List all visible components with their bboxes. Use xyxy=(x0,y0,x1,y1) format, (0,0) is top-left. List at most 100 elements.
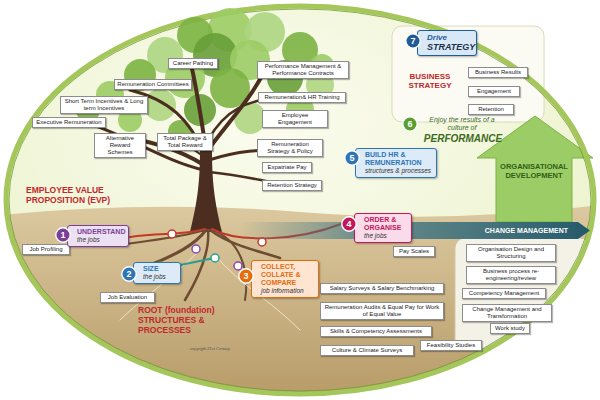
number-circle-shape xyxy=(345,151,359,165)
box-text: Competency Management xyxy=(465,290,543,297)
box-text: Skills & Competency Assessments xyxy=(323,328,429,335)
step-number-text: 4 xyxy=(341,216,357,232)
step-number-text: 3 xyxy=(238,268,254,284)
box-text: Remuneration Audits & Equal Pay for Work… xyxy=(323,304,441,318)
step-heading: COLLECT, COLLATE & COMPARE xyxy=(261,263,315,287)
root xyxy=(212,230,246,300)
hr-practice-box: Total Package & Total Reward xyxy=(157,133,213,151)
strategy-panel xyxy=(392,26,544,122)
step-subtitle: job information xyxy=(261,287,315,295)
step-number: 5 xyxy=(344,150,360,166)
box-text: Remuneration Committees xyxy=(117,81,189,88)
step-number: 1 xyxy=(55,227,71,243)
box-text: Organisation Design and Structuring xyxy=(469,246,553,260)
hr-practice-box: Feasibility Studies xyxy=(420,340,482,351)
step-subtitle: STRATEGY xyxy=(427,42,473,53)
hr-practice-box: Job Profiling xyxy=(22,244,70,255)
hr-practice-box: Skills & Competency Assessments xyxy=(320,326,432,337)
root-dot xyxy=(234,262,242,270)
box-text: Business Results xyxy=(471,69,525,76)
number-circle-shape xyxy=(406,34,420,48)
box-text: Remuneration Strategy & Policy xyxy=(260,141,320,155)
step-heading: Drive xyxy=(427,33,473,42)
root xyxy=(120,230,204,245)
step-number: 2 xyxy=(121,266,137,282)
root-dot xyxy=(258,238,266,246)
hr-practice-box: Employee Engagement xyxy=(262,110,328,128)
band-arrow xyxy=(240,222,590,239)
box-text: Retention Strategy xyxy=(265,182,319,189)
step-number: 7 xyxy=(405,33,421,49)
leaf-cluster xyxy=(144,89,176,121)
number-circle-shape xyxy=(403,117,417,131)
hr-practice-box: Remuneration Strategy & Policy xyxy=(257,139,323,157)
step-subtitle: structures & processes xyxy=(365,167,433,175)
section-title: EMPLOYEE VALUE PROPOSITION (EVP) xyxy=(26,186,132,206)
hr-practice-box: Short Term Incentives & Long term Incent… xyxy=(60,96,148,114)
box-text: Engagement xyxy=(471,88,517,95)
hr-practice-box: Remuneration Committees xyxy=(114,79,192,90)
box-text: Retention xyxy=(471,106,511,113)
hr-practice-box: Business process re-engineering/review xyxy=(466,266,556,284)
box-text: Business process re-engineering/review xyxy=(469,268,553,282)
red-root-path xyxy=(130,229,205,237)
hr-practice-box: Remuneration& HR Training xyxy=(258,92,346,103)
step-number-text: 6 xyxy=(402,116,418,132)
hr-practice-box: Change Management and Transformation xyxy=(462,304,552,322)
box-text: Job Profiling xyxy=(25,246,67,253)
hr-practice-box: Performance Management & Performance Con… xyxy=(257,61,349,79)
box-text: Total Package & Total Reward xyxy=(160,135,210,149)
step-number: 4 xyxy=(341,216,357,232)
section-title: BUSINESS STRATEGY xyxy=(397,72,463,90)
hr-practice-box: Pay Scales xyxy=(393,246,435,257)
box-text: Remuneration& HR Training xyxy=(261,94,343,101)
od-panel xyxy=(455,238,590,350)
step-subtitle: the jobs xyxy=(364,232,408,240)
hr-practice-box: Salary Surveys & Salary Benchmarking xyxy=(320,283,444,294)
step-callout: ORDER & ORGANISEthe jobs xyxy=(354,213,412,243)
box-text: Expatriate Pay xyxy=(265,164,309,171)
copyright-note: copyright 21st Century xyxy=(190,347,250,352)
step-number-text: 5 xyxy=(344,150,360,166)
hr-practice-box: Engagement xyxy=(468,86,520,97)
box-text: Change Management and Transformation xyxy=(465,306,549,320)
step-callout: UNDERSTANDthe jobs xyxy=(67,225,129,247)
number-circle-shape xyxy=(239,269,253,283)
section-title: ORGANISATIONAL DEVELOPMENT xyxy=(496,163,572,180)
hr-practice-box: Job Evaluation xyxy=(100,292,155,303)
hr-practice-box: Retention xyxy=(468,104,514,115)
root-dot xyxy=(168,230,176,238)
hr-practice-box: Business Results xyxy=(468,67,528,78)
hr-practice-box: Alternative Reward Schemes xyxy=(94,133,146,158)
ground-group xyxy=(0,205,600,400)
step-heading: BUILD HR & REMUNERATION xyxy=(365,151,433,167)
hr-practice-box: Executive Remuneration xyxy=(32,117,106,128)
hr-practice-box: Career Pathing xyxy=(168,58,218,69)
step-number-text: 7 xyxy=(405,33,421,49)
step-subtitle: the jobs xyxy=(143,273,177,281)
number-circle-shape xyxy=(122,267,136,281)
band-text: CHANGE MANAGEMENT xyxy=(485,222,568,239)
box-text: Performance Management & Performance Con… xyxy=(260,63,346,77)
number-circle-shape xyxy=(342,217,356,231)
root xyxy=(185,230,208,300)
box-text: Culture & Climate Surveys xyxy=(323,347,411,354)
box-text: Work study xyxy=(493,325,527,332)
root-dot xyxy=(192,245,200,253)
box-text: Pay Scales xyxy=(396,248,432,255)
oval-inner-border xyxy=(9,9,591,391)
number-circle-shape xyxy=(56,228,70,242)
box-text: Executive Remuneration xyxy=(35,119,103,126)
hr-practice-box: Organisation Design and Structuring xyxy=(466,244,556,262)
step-number: 6 xyxy=(402,116,418,132)
hr-practice-box: Competency Management xyxy=(462,288,546,299)
box-text: Job Evaluation xyxy=(103,294,152,301)
root-dot xyxy=(211,254,219,262)
oval-border xyxy=(6,6,594,394)
section-title: ROOT (foundation) STRUCTURES & PROCESSES xyxy=(138,306,242,335)
box-text: Feasibility Studies xyxy=(423,342,479,349)
hr-practice-box: Culture & Climate Surveys xyxy=(320,345,414,356)
step-number-text: 1 xyxy=(55,227,71,243)
step-heading: SIZE xyxy=(143,265,177,273)
box-text: Employee Engagement xyxy=(265,112,325,126)
